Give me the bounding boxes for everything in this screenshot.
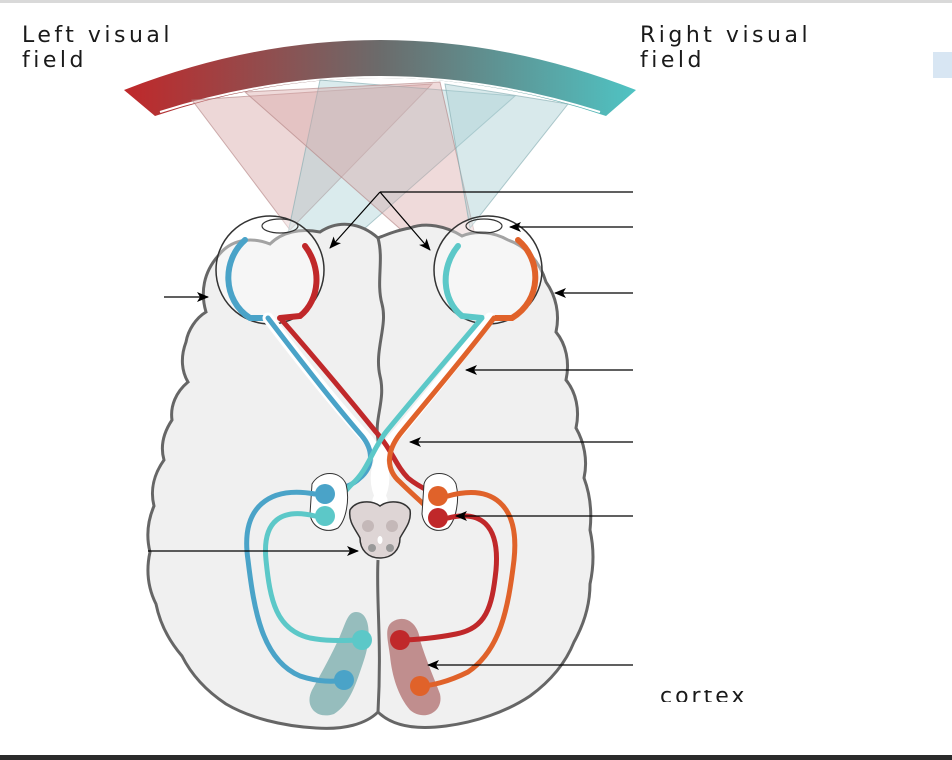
left-eye-cone-red: [191, 83, 434, 231]
left-radiation-inner: [263, 511, 365, 643]
right-retina-temporal: [491, 237, 539, 321]
left-retina-temporal: [277, 243, 320, 321]
left-cortex-point-teal: [352, 630, 372, 650]
left-lgn: [309, 473, 349, 531]
left-cortex-point-blue: [334, 670, 354, 690]
right-retina-nasal: [442, 243, 485, 321]
right-cortex-point-orange: [410, 676, 430, 696]
left-retina-nasal: [225, 237, 271, 321]
midbrain-icon: [348, 501, 412, 559]
longitudinal-fissure: [375, 237, 385, 713]
right-cortex-point-red: [390, 630, 410, 650]
left-visual-field-label-line2: field: [22, 48, 87, 73]
left-visual-field-label-line1: Left visual: [22, 23, 173, 48]
visual-field-arc-inner-line: [159, 76, 601, 113]
brain-outline-icon: [146, 222, 595, 730]
right-radiation-inner: [397, 513, 500, 643]
cortex-label-partial: cortex: [660, 684, 747, 709]
right-radiation-outer: [417, 490, 518, 689]
right-temporal-pathway: [387, 315, 497, 521]
right-lgn: [421, 473, 459, 531]
right-visual-field-label-line1: Right visual: [640, 23, 811, 48]
arrow-lens-right: [379, 191, 431, 251]
left-temporal-pathway: [277, 315, 441, 499]
left-radiation-outer: [244, 489, 347, 684]
window-top-border: [0, 0, 952, 3]
window-bottom-border: [0, 755, 952, 760]
right-visual-field-label-line2: field: [640, 48, 705, 73]
side-panel-tab[interactable]: [933, 52, 952, 78]
arrow-lens-left: [329, 191, 381, 249]
